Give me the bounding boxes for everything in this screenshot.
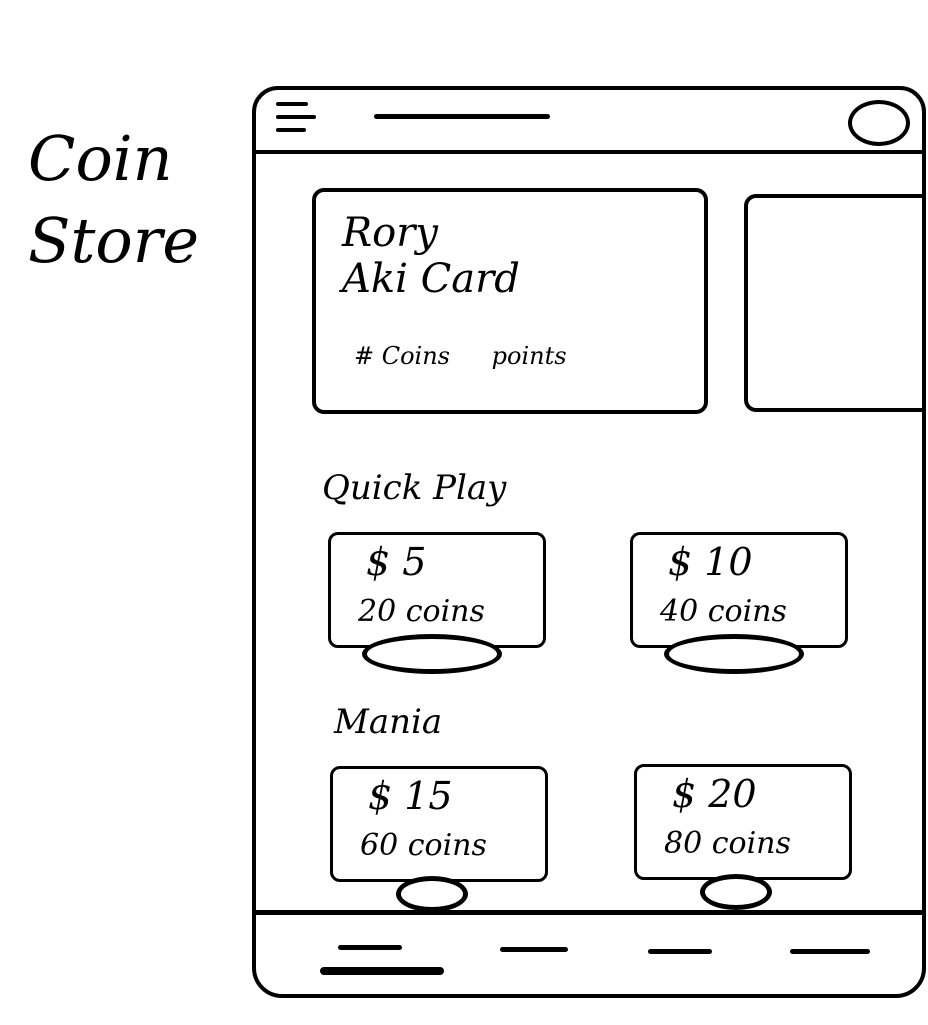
hamburger-menu-icon[interactable]: [276, 102, 316, 136]
section-title-quick-play: Quick Play: [322, 468, 507, 508]
page-title-line-1: Coin: [28, 122, 173, 195]
app-header: [256, 90, 922, 154]
pack-price: $ 20: [672, 772, 757, 816]
buy-button[interactable]: [396, 876, 468, 912]
coin-pack-card[interactable]: $ 20 80 coins: [634, 764, 852, 912]
coin-pack-card[interactable]: $ 5 20 coins: [328, 532, 546, 680]
next-card-peek[interactable]: [744, 194, 922, 412]
card-name-line-2: Aki Card: [342, 256, 520, 302]
nav-item-4[interactable]: [790, 949, 870, 954]
buy-button[interactable]: [362, 634, 502, 674]
points-label: points: [491, 342, 567, 370]
coins-count-label: # Coins: [354, 342, 450, 370]
pack-coins: 40 coins: [660, 594, 787, 629]
coin-pack-card[interactable]: $ 15 60 coins: [330, 766, 548, 914]
page-title: Coin Store: [28, 118, 248, 282]
section-title-mania: Mania: [334, 702, 443, 742]
bottom-nav-bar: [256, 910, 922, 994]
pack-price: $ 10: [668, 540, 753, 584]
nav-item-1[interactable]: [338, 945, 402, 950]
buy-button[interactable]: [664, 634, 804, 674]
pack-coins: 60 coins: [360, 828, 487, 863]
pack-price: $ 5: [366, 540, 427, 584]
avatar-icon[interactable]: [848, 100, 910, 146]
page-title-line-2: Store: [28, 204, 200, 277]
buy-button[interactable]: [700, 874, 772, 910]
card-name-line-1: Rory: [342, 210, 438, 256]
coin-pack-card[interactable]: $ 10 40 coins: [630, 532, 848, 680]
coin-pack-box: [330, 766, 548, 882]
nav-item-3[interactable]: [648, 949, 712, 954]
card-name: Rory Aki Card: [342, 210, 520, 302]
card-stats: # Coins points: [354, 342, 601, 370]
balance-card[interactable]: Rory Aki Card # Coins points: [312, 188, 708, 414]
nav-item-2[interactable]: [500, 947, 568, 952]
header-title-placeholder: [374, 114, 550, 119]
coin-pack-box: [328, 532, 546, 648]
pack-coins: 20 coins: [358, 594, 485, 629]
phone-frame: Rory Aki Card # Coins points Quick Play …: [252, 86, 926, 998]
pack-coins: 80 coins: [664, 826, 791, 861]
coin-pack-box: [630, 532, 848, 648]
pack-price: $ 15: [368, 774, 453, 818]
nav-active-indicator: [320, 967, 444, 975]
